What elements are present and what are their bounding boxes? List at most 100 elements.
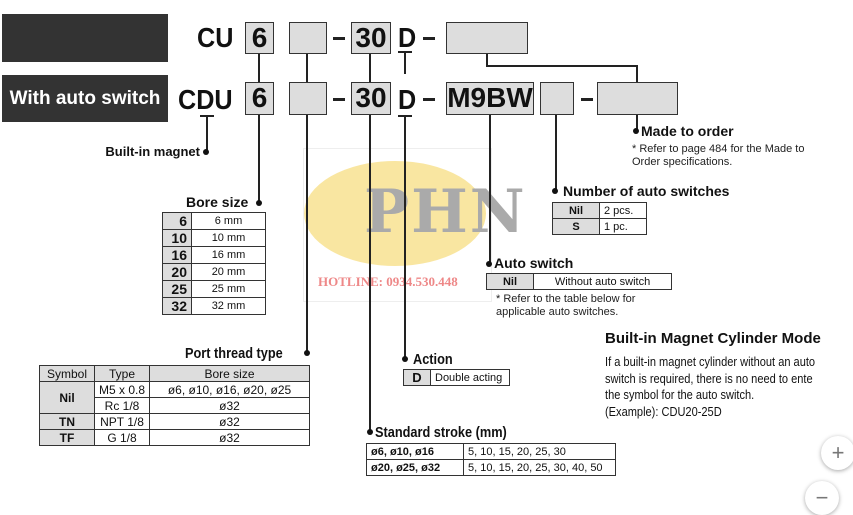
table-cell: ø32 bbox=[149, 429, 310, 446]
table-cell: 16 mm bbox=[191, 246, 266, 264]
connector-line bbox=[369, 54, 371, 82]
blank-label bbox=[2, 14, 168, 62]
table-cell: 10 mm bbox=[191, 229, 266, 247]
connector-line bbox=[636, 115, 638, 131]
made-to-order-box bbox=[446, 22, 528, 54]
model-prefix-cdu: CDU bbox=[178, 84, 233, 115]
table-cell: TN bbox=[39, 413, 95, 430]
table-cell: D bbox=[403, 369, 431, 386]
connector-line bbox=[486, 54, 488, 66]
table-cell: S bbox=[552, 218, 600, 235]
connector-line bbox=[258, 115, 260, 203]
table-cell: 2 pcs. bbox=[599, 202, 647, 219]
table-cell: TF bbox=[39, 429, 95, 446]
table-cell: Bore size bbox=[149, 365, 310, 382]
table-cell: Double acting bbox=[430, 369, 510, 386]
connector-line bbox=[306, 54, 308, 82]
num-switches-label: Number of auto switches bbox=[563, 183, 730, 199]
table-cell: 20 bbox=[162, 263, 192, 281]
auto-switch-box: M9BW bbox=[446, 82, 534, 115]
zoom-in-button[interactable]: + bbox=[821, 436, 853, 470]
table-cell: Type bbox=[93, 365, 151, 382]
made-to-order-label: Made to order bbox=[641, 123, 734, 139]
stroke-code-box: 30 bbox=[351, 82, 391, 115]
table-cell: ø6, ø10, ø16 bbox=[366, 443, 464, 460]
dot bbox=[633, 128, 639, 134]
table-cell: 20 mm bbox=[191, 263, 266, 281]
made-to-order-note: * Refer to page 484 for the Made to Orde… bbox=[632, 143, 805, 168]
zoom-out-button[interactable]: − bbox=[805, 481, 839, 515]
bore-code-box: 6 bbox=[245, 82, 274, 115]
table-cell: ø6, ø10, ø16, ø20, ø25 bbox=[149, 381, 310, 398]
port-thread-label: Port thread type bbox=[185, 345, 283, 362]
action-code: D bbox=[398, 84, 417, 115]
table-cell: 5, 10, 15, 20, 25, 30, 40, 50 bbox=[463, 459, 616, 476]
table-cell: Symbol bbox=[39, 365, 95, 382]
connector-line bbox=[206, 115, 208, 152]
side-title: Built-in Magnet Cylinder Mode bbox=[605, 330, 821, 347]
table-cell: 1 pc. bbox=[599, 218, 647, 235]
port-code-box bbox=[289, 22, 327, 54]
port-code-box bbox=[289, 82, 327, 115]
connector-line bbox=[404, 115, 406, 359]
connector-line bbox=[369, 115, 371, 432]
table-cell: Nil bbox=[486, 273, 534, 290]
connector-line bbox=[636, 65, 638, 82]
action-label: Action bbox=[413, 351, 453, 368]
bore-code-box: 6 bbox=[245, 22, 274, 54]
table-cell: 32 bbox=[162, 297, 192, 315]
stroke-code-box: 30 bbox=[351, 22, 391, 54]
hotline-text: HOTLINE: 0934.530.448 bbox=[318, 274, 458, 289]
dot bbox=[304, 350, 310, 356]
dash bbox=[423, 98, 435, 101]
table-cell: Nil bbox=[552, 202, 600, 219]
dash bbox=[333, 98, 345, 101]
table-cell: 25 bbox=[162, 280, 192, 298]
table-cell: Rc 1/8 bbox=[93, 397, 151, 414]
connector-line bbox=[404, 51, 406, 74]
watermark: PHN HOTLINE: 0934.530.448 bbox=[303, 148, 525, 302]
dot bbox=[402, 356, 408, 362]
made-to-order-box bbox=[597, 82, 678, 115]
table-cell: ø32 bbox=[149, 413, 310, 430]
connector-line bbox=[489, 115, 491, 264]
auto-switch-note: * Refer to the table below for applicabl… bbox=[496, 293, 636, 318]
table-cell: 6 bbox=[162, 212, 192, 230]
built-in-magnet-label: Built-in magnet bbox=[105, 144, 200, 159]
table-cell: 10 bbox=[162, 229, 192, 247]
table-cell: NPT 1/8 bbox=[93, 413, 151, 430]
table-cell: Nil bbox=[39, 381, 95, 414]
connector-line bbox=[258, 54, 260, 82]
table-cell: ø32 bbox=[149, 397, 310, 414]
dot bbox=[203, 149, 209, 155]
table-cell: 32 mm bbox=[191, 297, 266, 315]
table-cell: 25 mm bbox=[191, 280, 266, 298]
table-cell: G 1/8 bbox=[93, 429, 151, 446]
connector-line bbox=[555, 115, 557, 191]
dot bbox=[486, 261, 492, 267]
table-cell: 16 bbox=[162, 246, 192, 264]
auto-switch-label: Auto switch bbox=[494, 255, 574, 271]
